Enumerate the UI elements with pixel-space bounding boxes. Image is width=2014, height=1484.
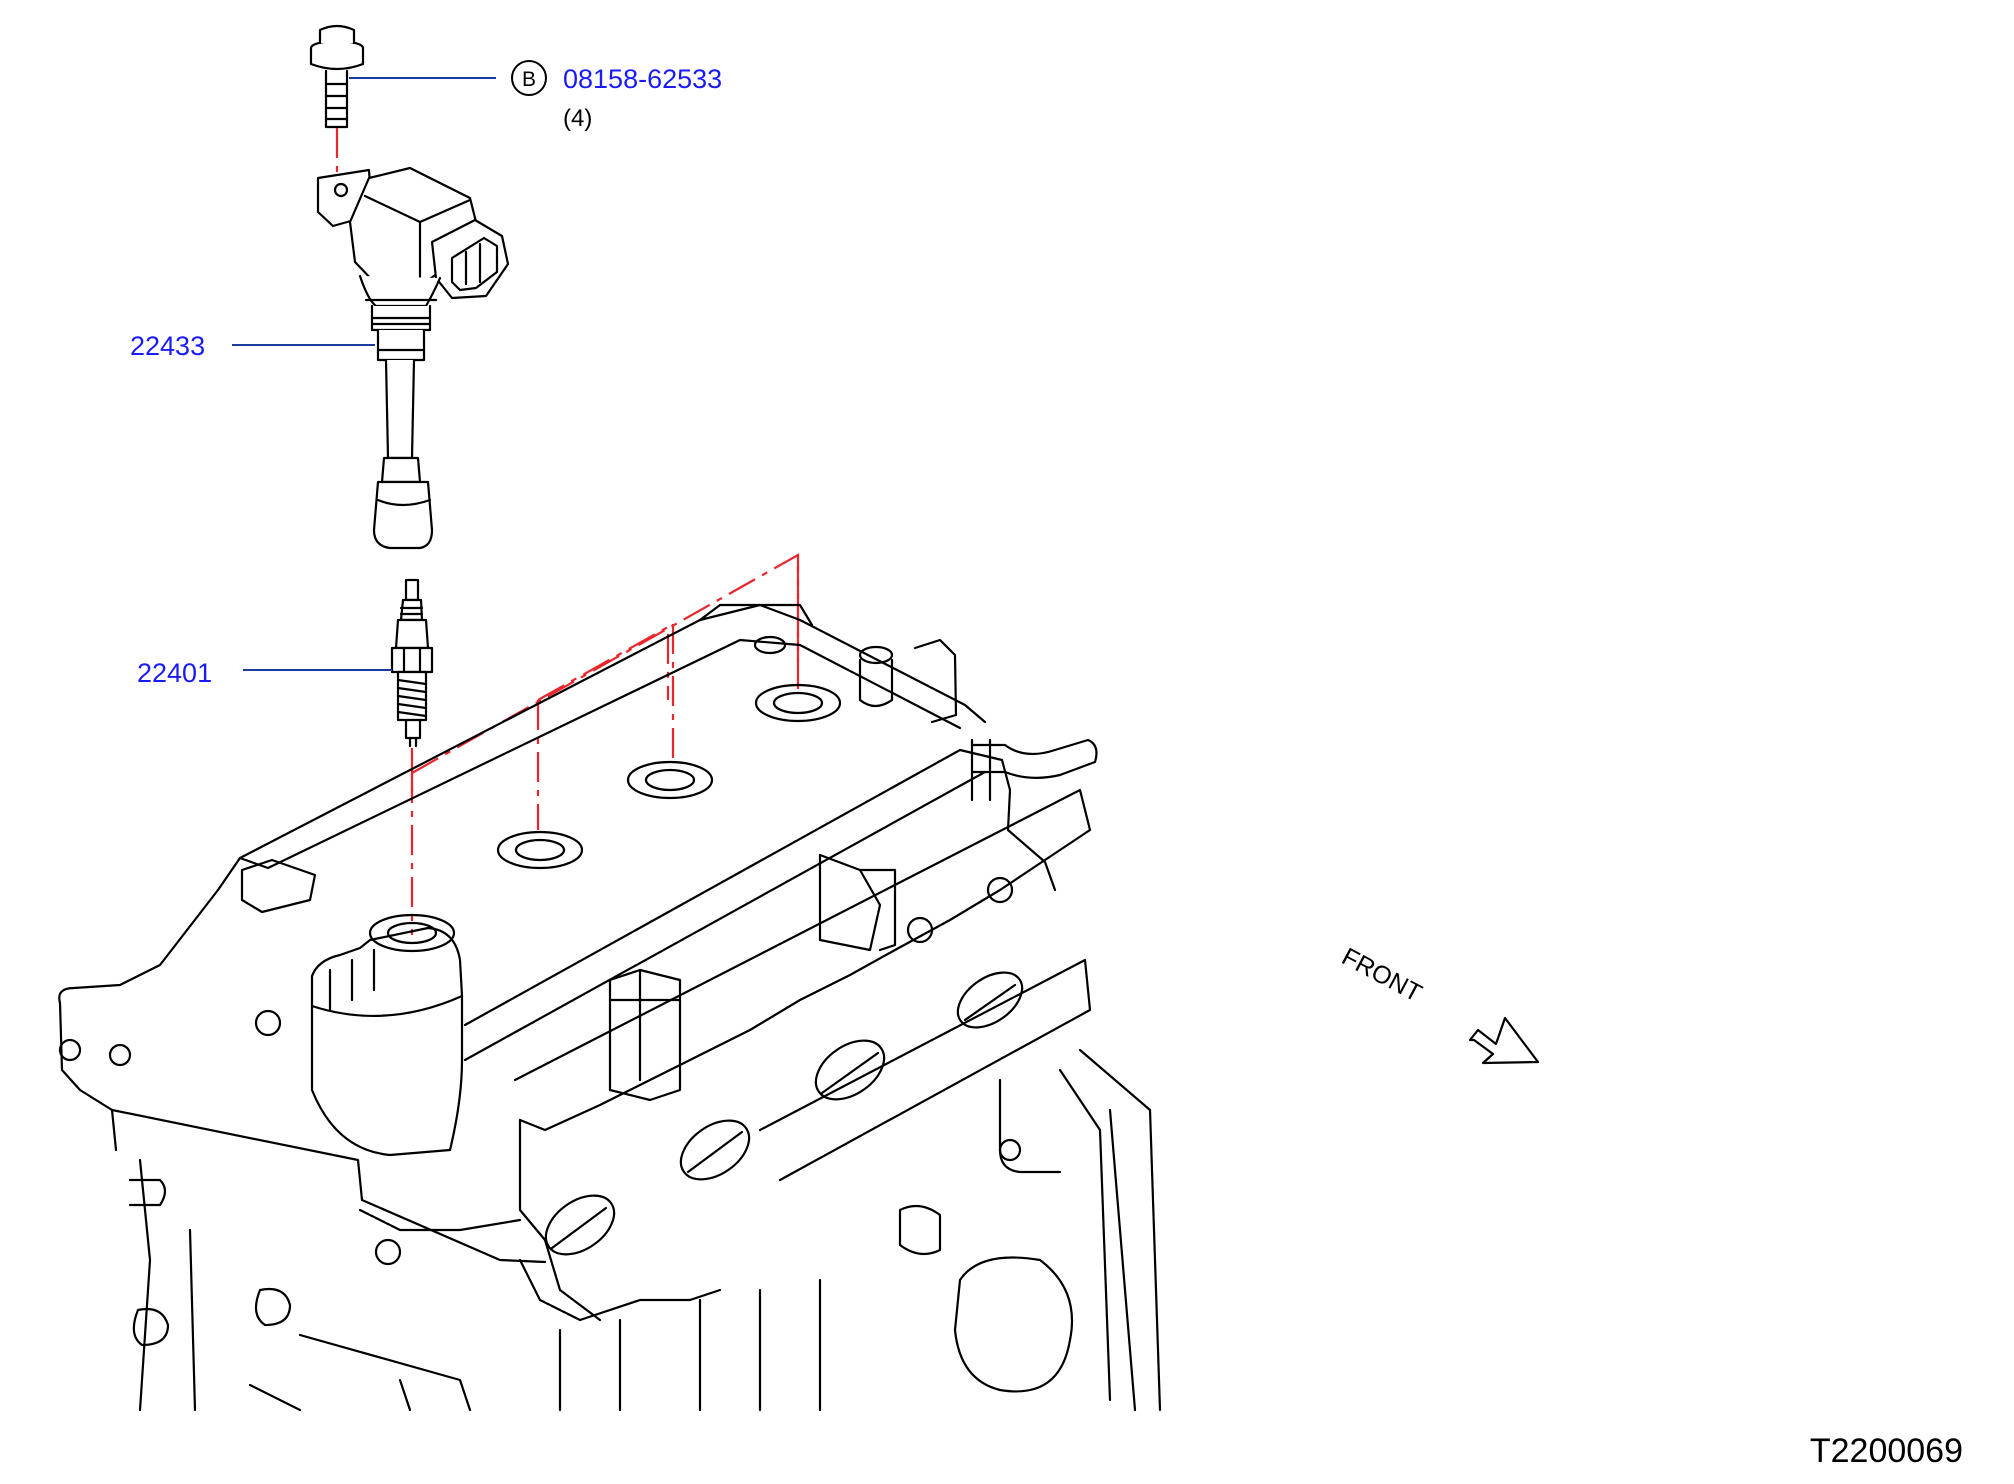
callout-bolt[interactable]: B 08158-62533 [511, 60, 722, 96]
engine-drawing [58, 603, 1162, 1412]
front-label: FRONT [1337, 943, 1426, 1008]
bolt-quantity: (4) [563, 105, 592, 132]
leader-lines [232, 77, 496, 671]
figure-id: T2200069 [1810, 1432, 1963, 1470]
front-arrow-icon [1468, 1016, 1540, 1065]
callout-spark-plug[interactable]: 22401 [137, 658, 212, 688]
bolt-reference-circle [511, 60, 547, 96]
bolt-part-number[interactable]: 08158-62533 [563, 64, 722, 94]
spark-plug-drawing [390, 578, 434, 748]
bolt-reference-letter: B [522, 68, 536, 91]
ignition-coil-part-number[interactable]: 22433 [130, 331, 205, 361]
bolt-drawing [309, 24, 365, 129]
callout-ignition-coil[interactable]: 22433 [130, 331, 205, 361]
ignition-coil-drawing [316, 166, 510, 550]
spark-plug-part-number[interactable]: 22401 [137, 658, 212, 688]
